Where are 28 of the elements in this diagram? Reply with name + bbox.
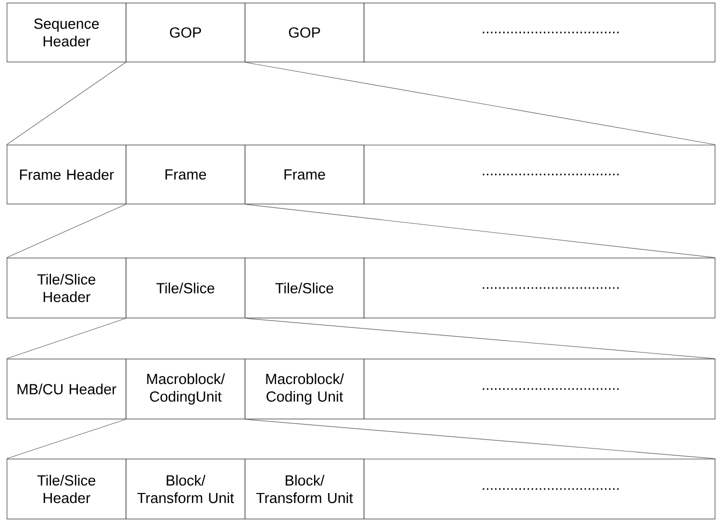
field-box: Frame xyxy=(126,144,246,204)
expansion-line xyxy=(245,62,716,145)
expansion-line xyxy=(6,62,126,145)
field-box: Tile/Slice xyxy=(244,258,364,318)
field-box: GOP xyxy=(244,2,364,62)
field-box: .................................. xyxy=(364,358,716,420)
expansion-line xyxy=(6,204,126,258)
field-box: Macroblock/ CodingUnit xyxy=(126,358,246,420)
field-box: Block/ Transform Unit xyxy=(244,458,364,520)
field-box: Block/ Transform Unit xyxy=(126,458,246,520)
field-box: Macroblock/ Coding Unit xyxy=(244,358,364,420)
field-box: .................................. xyxy=(364,258,716,318)
expansion-line xyxy=(245,318,716,359)
field-box: .................................. xyxy=(364,2,716,62)
expansion-line xyxy=(245,204,716,258)
expansion-line xyxy=(6,419,126,459)
expansion-line xyxy=(6,318,126,359)
field-box: .................................. xyxy=(364,144,716,204)
expansion-line xyxy=(245,419,716,459)
field-box: GOP xyxy=(126,2,246,62)
field-box: MB/CU Header xyxy=(6,358,126,420)
field-box: Tile/Slice xyxy=(126,258,246,318)
field-box: Tile/Slice Header xyxy=(6,258,126,318)
field-box: Tile/Slice Header xyxy=(6,458,126,520)
field-box: Frame xyxy=(244,144,364,204)
field-box: Sequence Header xyxy=(6,2,126,62)
field-box: .................................. xyxy=(364,458,716,520)
field-box: Frame Header xyxy=(6,144,126,204)
